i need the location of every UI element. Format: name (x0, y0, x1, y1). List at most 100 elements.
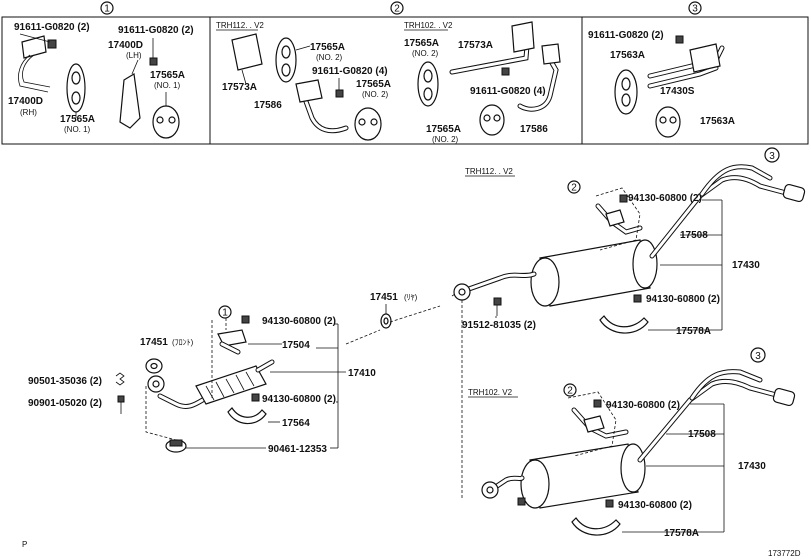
panel2-support-a-label: 17565A (310, 42, 345, 53)
panel2-support-a-note: (NO. 2) (316, 53, 343, 62)
grommet-label: 90461-12353 (268, 444, 327, 455)
part-17504-label: 17504 (282, 340, 310, 351)
nut-icon (633, 294, 642, 303)
nut-front-b-label: 94130-60800 (2) (262, 394, 336, 405)
clamp-top-label: 17578A (676, 326, 711, 337)
bolt-icon (517, 497, 526, 506)
panel2-bolt-b-label: 91611-G0820 (4) (470, 86, 546, 97)
clamp-bottom (571, 517, 621, 536)
panel1-hanger-lh-label: 17400D (108, 40, 143, 51)
callout-2-bottom: 2 (563, 383, 577, 397)
gasket-front-label: 17451 (140, 337, 168, 348)
part-17430-top-label: 17430 (732, 260, 760, 271)
panel2-pipe-a-label: 17586 (254, 100, 282, 111)
panel2-bracket-a-label: 17573A (222, 82, 257, 93)
panel1-hanger-lh-note: (LH) (126, 51, 142, 60)
panel2-support-b-note: (NO. 2) (362, 90, 389, 99)
rubber-support-icon (66, 63, 86, 118)
nut-front-a-label: 94130-60800 (2) (262, 316, 336, 327)
detail-panels: 1 2 3 91611-G0820 (2) 91611-G0820 (2) 17… (1, 1, 809, 145)
callout-2-bottom-number: 2 (567, 386, 573, 397)
nut-top-b-label: 94130-60800 (2) (646, 294, 720, 305)
panel3-bolt-label: 91611-G0820 (2) (588, 30, 664, 41)
bolt-icon (335, 78, 344, 98)
spring-icon (115, 372, 125, 386)
panel-3: 91611-G0820 (2) 17563A 17430S 17563A (588, 30, 735, 138)
assembly-lower: TRH102. V2 2 3 (468, 347, 796, 539)
clamp-bottom-label: 17578A (664, 528, 699, 539)
panel2-pipe-b-label: 17586 (520, 124, 548, 135)
diagram-code: 173772D (768, 549, 801, 558)
rubber-support-icon (655, 106, 681, 138)
corner-left-code: P (22, 540, 27, 549)
panel1-support-a-note: (NO. 1) (64, 125, 91, 134)
panel-3-marker: 3 (688, 1, 702, 15)
nut-icon (241, 315, 250, 324)
grommet-icon (165, 439, 187, 453)
variant-top-label: TRH112. . V2 (465, 167, 513, 176)
callout-1: 1 (218, 305, 232, 319)
panel1-support-b-label: 17565A (150, 70, 185, 81)
variant-bottom-label: TRH102. V2 (468, 388, 513, 397)
panel-2-number: 2 (394, 4, 400, 15)
part-17508-top-label: 17508 (680, 230, 708, 241)
clamp-top (599, 315, 649, 334)
nut-icon (619, 194, 628, 203)
panel2-support-c-note: (NO. 2) (412, 49, 439, 58)
muffler-bottom (520, 443, 646, 509)
part-17410-label: 17410 (348, 368, 376, 379)
nut-top-a-label: 94130-60800 (2) (628, 193, 702, 204)
panel-3-box (581, 16, 809, 145)
nut-bottom-a-label: 94130-60800 (2) (606, 400, 680, 411)
panel1-support-a-label: 17565A (60, 114, 95, 125)
panel1-support-b-note: (NO. 1) (154, 81, 181, 90)
nut-icon (251, 393, 260, 402)
callout-3-top-number: 3 (769, 151, 775, 162)
bolt-icon (501, 67, 510, 76)
bolt-rear-label: 91512-81035 (2) (462, 320, 536, 331)
gasket-rear-label: 17451 (370, 292, 398, 303)
hanger-rh-bracket (21, 35, 47, 59)
spring-label: 90501-35036 (2) (28, 376, 102, 387)
panel-1-marker: 1 (100, 1, 114, 15)
panel-3-number: 3 (692, 4, 698, 15)
panel3-hanger-label: 17430S (660, 86, 695, 97)
gasket-icon (145, 358, 163, 374)
rubber-support-icon (479, 104, 505, 136)
bolt-icon (19, 33, 57, 49)
rubber-support-icon (152, 92, 180, 139)
part-17508-bottom-label: 17508 (688, 429, 716, 440)
gasket-front-note: (ﾌﾛﾝﾄ) (172, 338, 194, 347)
converter-17410 (147, 359, 275, 409)
rubber-support-icon (354, 107, 382, 141)
rubber-support-icon (275, 37, 311, 83)
bolt-icon (675, 35, 684, 44)
part-17564-label: 17564 (282, 418, 310, 429)
panel2-support-c-label: 17565A (404, 38, 439, 49)
bolt-icon (149, 38, 158, 66)
nut-icon (605, 499, 614, 508)
tailpipe-bottom (637, 378, 783, 463)
callout-3-bottom-number: 3 (755, 351, 761, 362)
pipe-b-shape (517, 53, 559, 112)
panel1-hanger-rh-label: 17400D (8, 96, 43, 107)
panel-1: 91611-G0820 (2) 91611-G0820 (2) 17400D (… (8, 22, 194, 139)
panel2-support-d-label: 17565A (426, 124, 461, 135)
bolt-front-label: 90901-05020 (2) (28, 398, 102, 409)
panel1-bolt-a-label: 91611-G0820 (2) (14, 22, 90, 33)
part-17430-bottom-label: 17430 (738, 461, 766, 472)
panel2-bracket-b-label: 17573A (458, 40, 493, 51)
callout-1-number: 1 (222, 308, 228, 319)
panel-2: TRH112. . V2 TRH102. . V2 17565A (NO. 2)… (216, 21, 561, 144)
nut-icon (593, 399, 602, 408)
callout-2-top-number: 2 (571, 183, 577, 194)
muffler-top (530, 239, 658, 307)
panel1-hanger-rh-note: (RH) (20, 108, 37, 117)
callout-3-top: 3 (764, 147, 780, 163)
callout-3-bottom: 3 (750, 347, 766, 363)
hanger-rh-rod (18, 54, 49, 93)
hanger-lh-bracket (119, 73, 141, 129)
panel2-variant-b: TRH102. . V2 (404, 21, 453, 30)
bracket-a-shape (231, 33, 263, 71)
